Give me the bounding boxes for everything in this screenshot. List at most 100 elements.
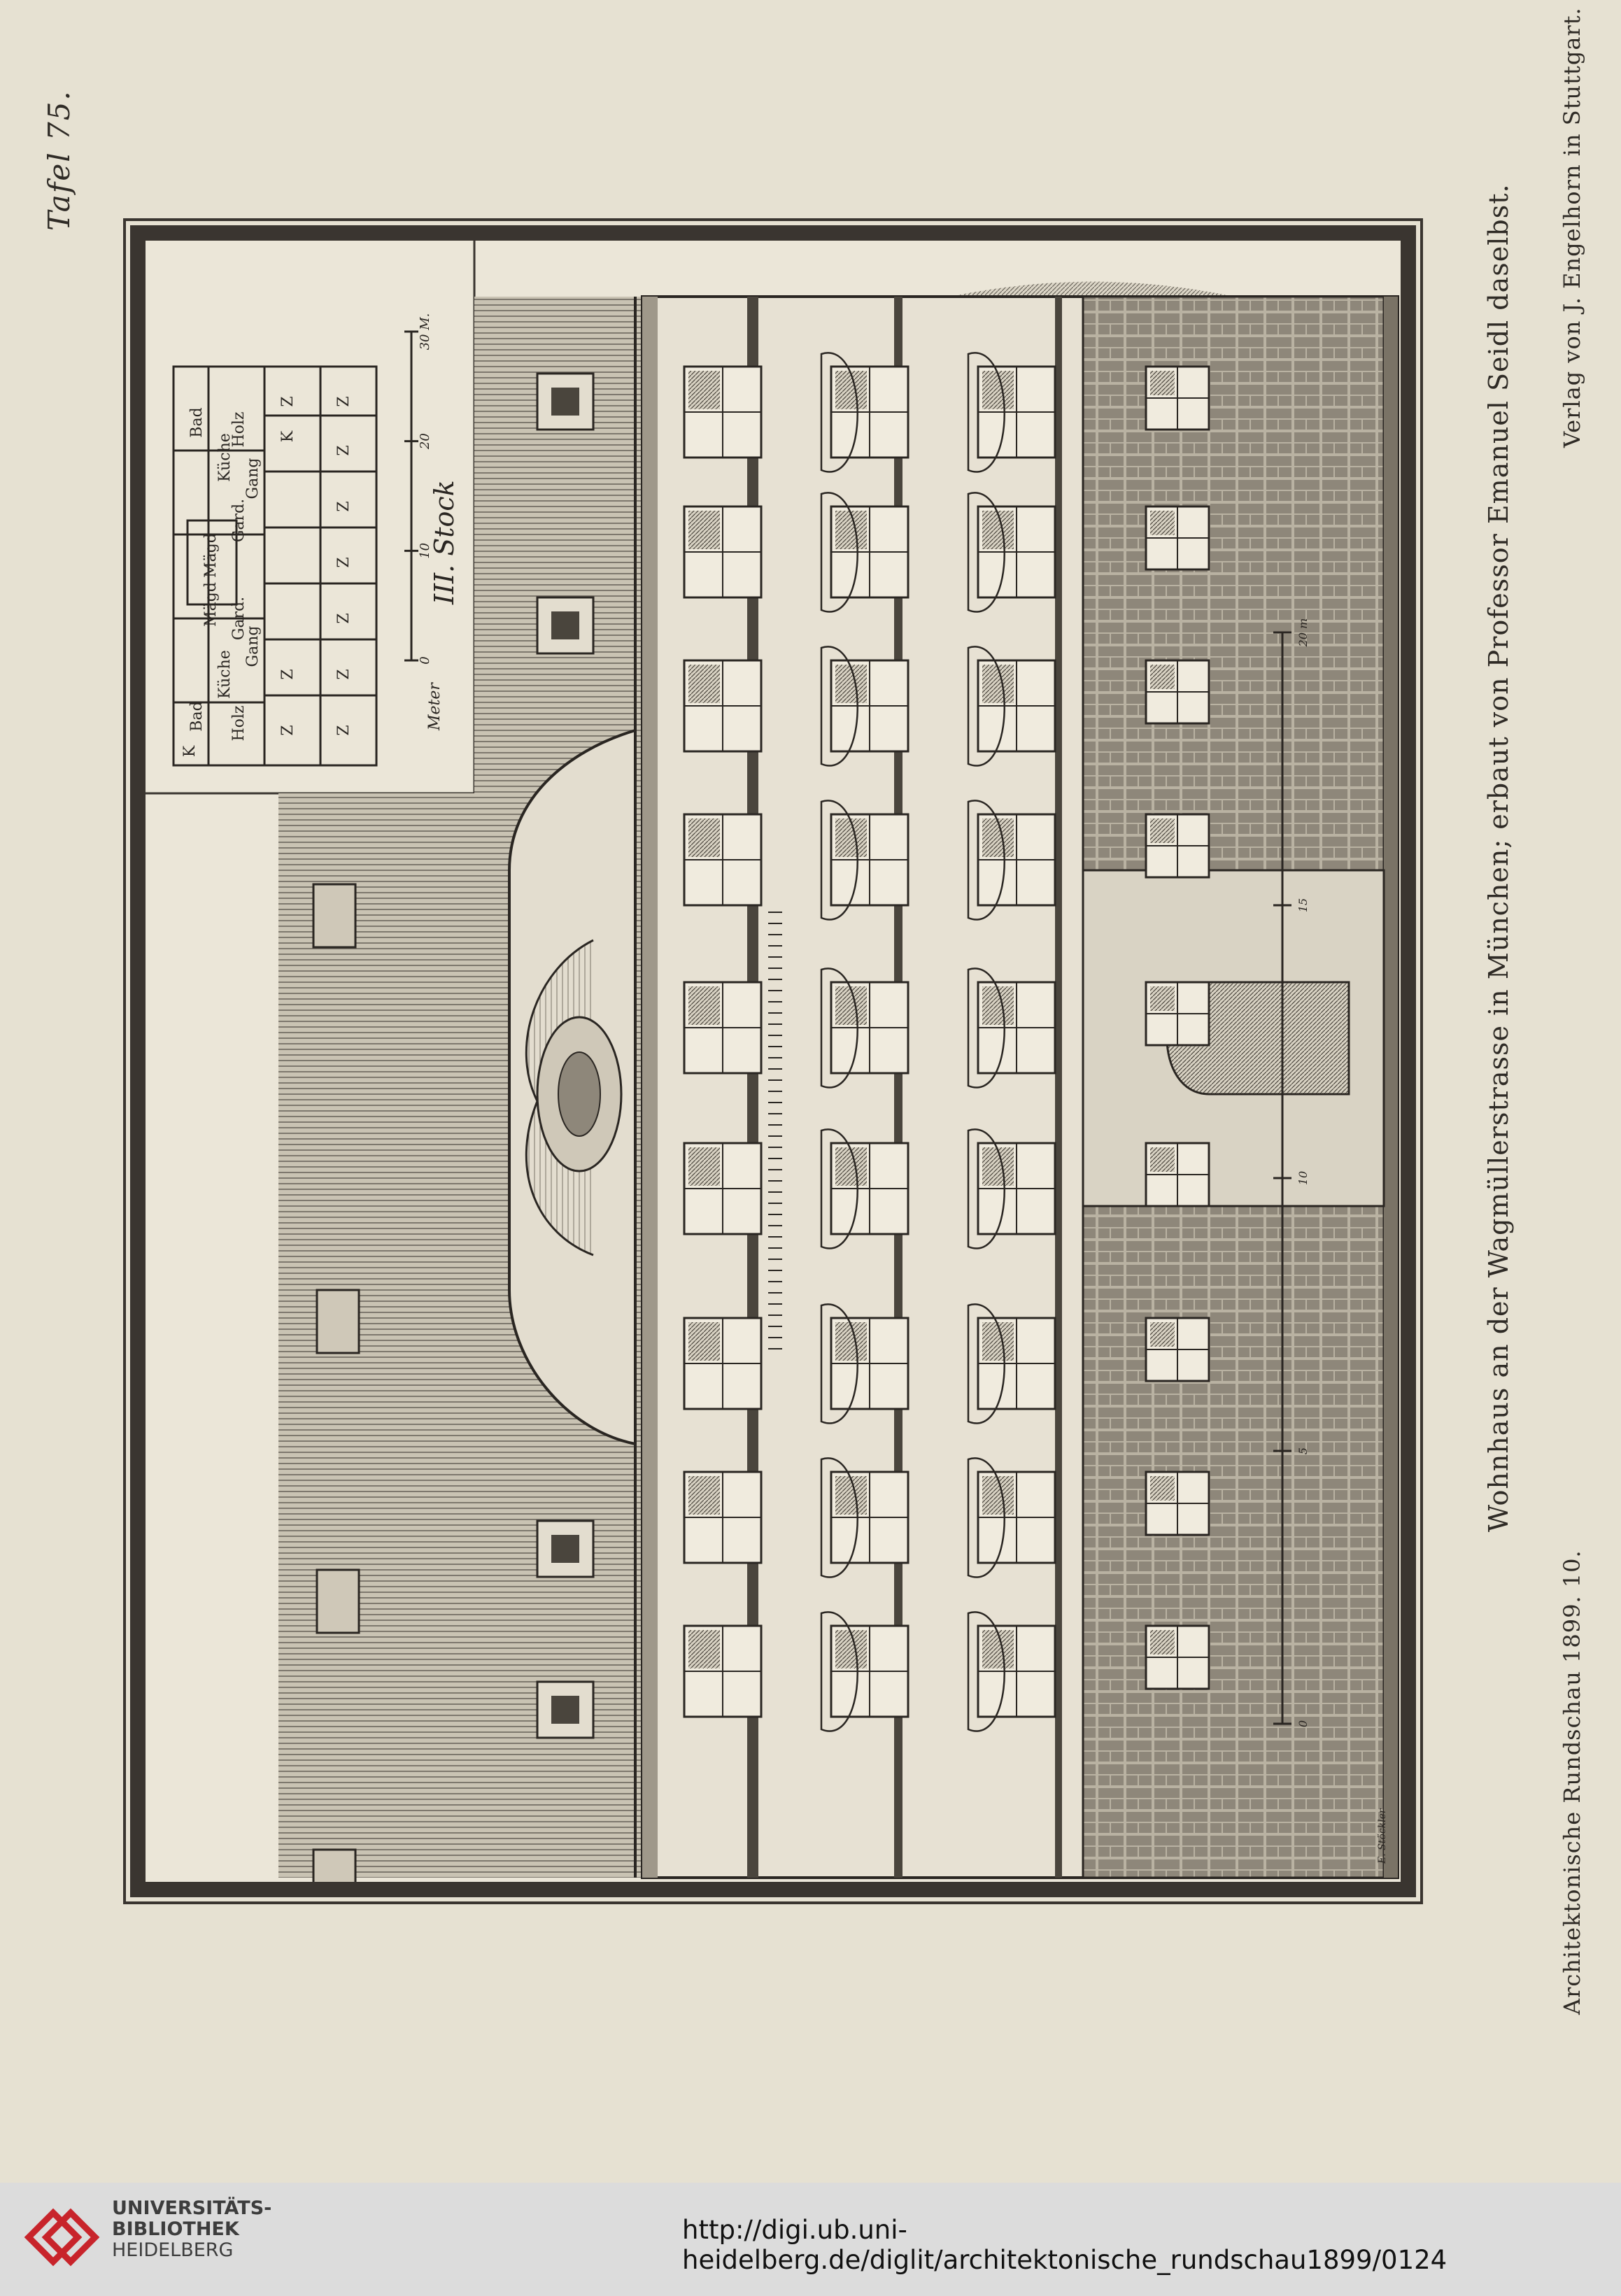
plan-scale-label: 30 M. — [418, 313, 432, 350]
window-pane-shadow — [1150, 819, 1175, 843]
window-pane-shadow — [688, 819, 720, 857]
window-pane-shadow — [688, 1630, 720, 1668]
window-ornament — [820, 646, 858, 767]
window-pane-shadow — [688, 371, 720, 409]
plan-room-label: Z — [335, 396, 353, 406]
plan-room-label: Bad — [188, 701, 206, 731]
plan-room-label: Küche — [216, 650, 234, 699]
window-ornament — [820, 492, 858, 613]
floorplan-inset: ZZZZZZZZBadKücheKücheBadGangGangMägdMägd… — [146, 241, 476, 795]
window-pane-shadow — [982, 1630, 1014, 1668]
elevation-scale-label: 5 — [1296, 1447, 1310, 1454]
window-ornament — [820, 1611, 858, 1732]
plan-room-label: Bad — [188, 407, 206, 437]
plan-scale-label: 10 — [418, 543, 432, 559]
journal-citation: Architektonische Rundschau 1899. 10. — [1559, 1550, 1585, 2015]
plate-caption: Wohnhaus an der Wagmüllerstrasse in Münc… — [1483, 183, 1514, 1532]
elevation-scale-label: 10 — [1296, 1171, 1310, 1185]
permalink-url[interactable]: http://digi.ub.uni-heidelberg.de/diglit/… — [682, 2215, 1447, 2275]
logo-shape — [41, 2208, 100, 2267]
elevation-scale: 0 5 10 15 20 m — [1273, 618, 1310, 1727]
library-name-line2: BIBLIOTHEK — [112, 2218, 239, 2240]
plan-room-label: Gang — [244, 626, 262, 667]
window-ornament — [967, 1611, 1005, 1732]
plan-room-label: K — [181, 745, 199, 757]
window-ornament — [820, 1303, 858, 1424]
window-pane-shadow — [688, 1322, 720, 1361]
dormer-window — [536, 1680, 595, 1739]
university-library-logo-icon — [24, 2208, 100, 2267]
window-pane-shadow — [982, 1476, 1014, 1515]
elevation-scale-label: 20 m — [1296, 618, 1310, 648]
window-ornament — [967, 352, 1005, 473]
window-pane-shadow — [1150, 1630, 1175, 1654]
library-name: UNIVERSITÄTS- BIBLIOTHEK HEIDELBERG — [112, 2198, 271, 2261]
window-pane-shadow — [982, 986, 1014, 1025]
window-pane-shadow — [835, 1630, 867, 1668]
floorplan-title: III. Stock — [429, 480, 460, 605]
plan-room-label: Z — [335, 557, 353, 567]
plan-room-label: Gard. — [230, 499, 248, 542]
plan-room-label: Z — [335, 669, 353, 679]
window-pane-shadow — [835, 371, 867, 409]
window-pane-shadow — [688, 1476, 720, 1515]
window-pane-shadow — [1150, 1147, 1175, 1172]
window-pane-shadow — [835, 819, 867, 857]
plan-room-label: K — [279, 430, 297, 442]
window-pane-shadow — [835, 665, 867, 703]
window-pane-shadow — [982, 819, 1014, 857]
plan-room-label: Z — [279, 396, 297, 406]
window-ornament — [967, 646, 1005, 767]
window-pane-shadow — [688, 511, 720, 549]
window-pane-shadow — [982, 371, 1014, 409]
window-pane-shadow — [1150, 371, 1175, 395]
plan-room-label: Gang — [244, 458, 262, 499]
library-footer-bar: UNIVERSITÄTS- BIBLIOTHEK HEIDELBERG http… — [0, 2183, 1621, 2296]
dormer-glass — [551, 1696, 579, 1724]
plan-outline — [172, 365, 378, 767]
floorplan-scale-unit: Meter — [426, 682, 444, 731]
plan-stair — [186, 519, 238, 606]
publisher-line: Verlag von J. Engelhorn in Stuttgart. — [1559, 7, 1585, 448]
window-pane-shadow — [1150, 1322, 1175, 1347]
window-pane-shadow — [835, 1476, 867, 1515]
window-pane-shadow — [688, 1147, 720, 1186]
window-pane-shadow — [982, 511, 1014, 549]
facade — [641, 295, 1399, 1879]
window-pane-shadow — [1150, 511, 1175, 535]
plan-room-label: Z — [335, 613, 353, 623]
plan-room-label: Z — [279, 725, 297, 735]
window-ornament — [820, 1457, 858, 1578]
plan-room-label: Holz — [230, 705, 248, 741]
window-pane-shadow — [1150, 665, 1175, 689]
plan-room-label: Z — [279, 669, 297, 679]
plan-scale-label: 0 — [418, 656, 432, 664]
chimney — [316, 1289, 360, 1354]
window-ornament — [820, 352, 858, 473]
window-ornament — [967, 1128, 1005, 1249]
chimney — [316, 1568, 360, 1634]
dormer-glass — [551, 611, 579, 639]
window-ornament — [820, 800, 858, 921]
plan-room-label: Z — [335, 725, 353, 735]
window-pane-shadow — [1150, 986, 1175, 1011]
plan-scale-label: 20 — [418, 433, 432, 450]
window-pane-shadow — [982, 1147, 1014, 1186]
elevation-scale-label: 15 — [1296, 898, 1310, 912]
window-pane-shadow — [982, 665, 1014, 703]
plan-room-label: Holz — [230, 411, 248, 447]
artist-signature: E. Stöckler — [1377, 1808, 1388, 1864]
window-ornament — [820, 968, 858, 1089]
elevation-scale-label: 0 — [1296, 1720, 1310, 1727]
window-pane-shadow — [688, 986, 720, 1025]
window-ornament — [967, 800, 1005, 921]
plan-room-label: Mägd — [202, 582, 220, 627]
window-pane-shadow — [835, 511, 867, 549]
plan-room-label: Z — [335, 445, 353, 455]
window-ornament — [967, 492, 1005, 613]
window-ornament — [967, 1303, 1005, 1424]
plan-room-label: Mägd — [202, 533, 220, 578]
chimney — [312, 1848, 357, 1882]
plan-room-label: Küche — [216, 433, 234, 482]
